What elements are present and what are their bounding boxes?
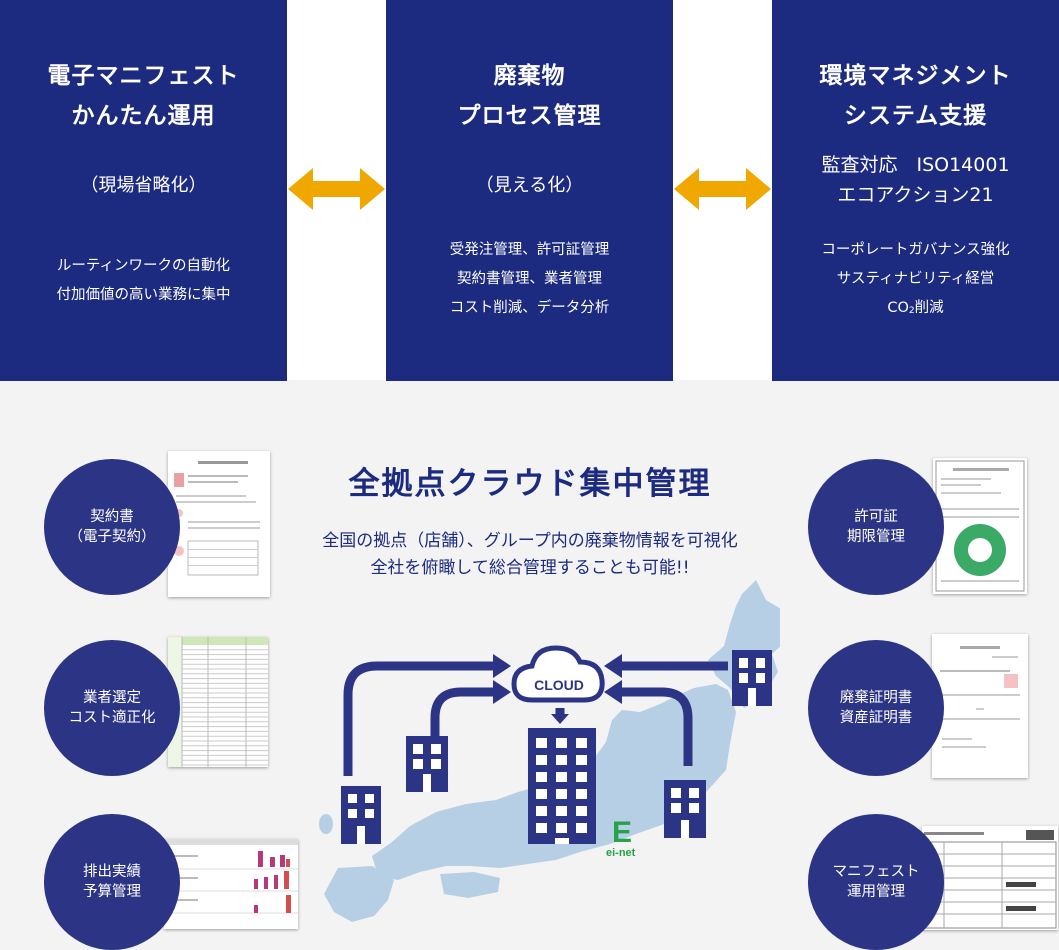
- flow-arrows: [343, 661, 728, 776]
- disposal-certificate-image: [932, 634, 1028, 778]
- manifest-document-image: [922, 826, 1058, 930]
- cloud-icon: [511, 645, 605, 703]
- panel-subtitle: 監査対応 ISO14001 エコアクション21: [821, 154, 1010, 206]
- building-icon: [406, 736, 448, 792]
- panel-title: 環境マネジメント システム支援: [819, 63, 1012, 129]
- feature-permit-expiry: 許可証 期限管理: [808, 459, 944, 595]
- co2-line: CO2削減: [887, 300, 944, 316]
- double-arrow-icon: [674, 168, 771, 210]
- building-icon: [664, 780, 706, 838]
- panel-subtitle: （現場省略化）: [80, 175, 207, 196]
- svg-text:ei-net: ei-net: [606, 847, 636, 859]
- panel-subtitle: （見える化）: [475, 175, 584, 196]
- feature-emission-results: 排出実績 予算管理: [44, 814, 180, 950]
- feature-disposal-certificate: 廃棄証明書 資産証明書: [808, 640, 944, 776]
- cloud-label: CLOUD: [534, 677, 584, 693]
- feature-manifest-operation: マニフェスト 運用管理: [808, 814, 944, 950]
- feature-vendor-selection: 業者選定 コスト適正化: [44, 640, 180, 776]
- ei-net-logo: E ei-net: [606, 816, 636, 859]
- japan-map-diagram: CLOUD E ei-net: [319, 580, 780, 922]
- panel-title: 廃棄物 プロセス管理: [457, 63, 602, 129]
- panel-electronic-manifest: 電子マニフェスト かんたん運用 （現場省略化） ルーティンワークの自動化 付加価…: [0, 0, 287, 381]
- double-arrow-icon: [288, 168, 385, 210]
- building-icon: [341, 786, 381, 844]
- feature-contract: 契約書 （電子契約）: [44, 459, 180, 595]
- panel-waste-process: 廃棄物 プロセス管理 （見える化） 受発注管理、許可証管理 契約書管理、業者管理…: [386, 0, 673, 381]
- panel-body: 受発注管理、許可証管理 契約書管理、業者管理 コスト削減、データ分析: [449, 242, 610, 316]
- panel-title: 電子マニフェスト かんたん運用: [47, 63, 240, 129]
- section-lead: 全国の拠点（店舗）、グループ内の廃棄物情報を可視化 全社を俯瞰して総合管理するこ…: [322, 531, 738, 578]
- panel-body: ルーティンワークの自動化 付加価値の高い業務に集中: [56, 258, 231, 303]
- building-icon: [732, 650, 772, 706]
- vendor-spreadsheet-image: [168, 637, 268, 767]
- panel-body: コーポレートガバナンス強化 サスティナビリティ経営 CO2削減: [772, 236, 1059, 325]
- contract-document-image: [168, 451, 270, 597]
- results-report-image: [164, 839, 298, 929]
- panel-environment-management: 環境マネジメント システム支援 監査対応 ISO14001 エコアクション21 …: [772, 0, 1059, 381]
- permit-document-image: [933, 458, 1027, 594]
- svg-text:E: E: [612, 816, 632, 849]
- section-headline: 全拠点クラウド集中管理: [348, 466, 712, 502]
